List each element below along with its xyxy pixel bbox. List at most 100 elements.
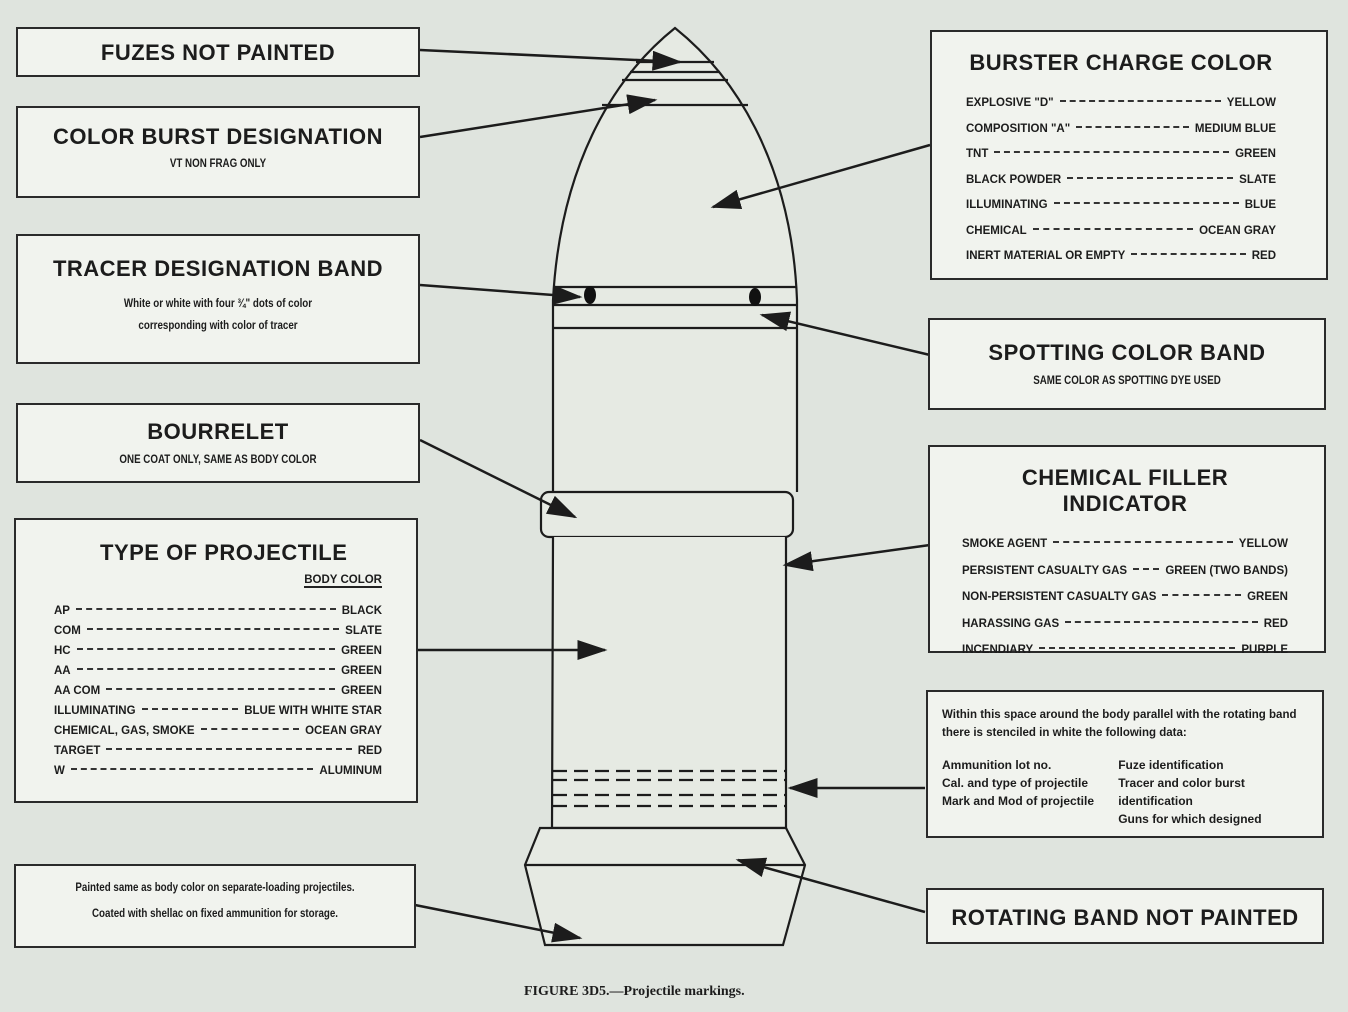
legend-value: RED [357, 745, 382, 757]
tracer-title: TRACER DESIGNATION BAND [52, 256, 384, 281]
legend-key: AA [54, 665, 71, 677]
legend-row: INERT MATERIAL OR EMPTY RED [966, 250, 1276, 263]
legend-key: PERSISTENT CASUALTY GAS [962, 564, 1128, 577]
dash-leader [1162, 594, 1242, 596]
dash-leader [200, 728, 300, 730]
legend-row: COMPOSITION "A" MEDIUM BLUE [966, 122, 1276, 136]
legend-value: SLATE [345, 625, 382, 637]
legend-key: HC [54, 645, 71, 657]
burster-title: BURSTER CHARGE COLOR [969, 50, 1273, 75]
legend-value: GREEN (TWO BANDS) [1165, 564, 1288, 577]
bourrelet-title: BOURRELET [147, 419, 289, 444]
figure-caption: FIGURE 3D5.—Projectile markings. [524, 984, 745, 999]
legend-key: TNT [966, 148, 989, 160]
legend-key: ILLUMINATING [54, 705, 136, 717]
dash-leader [70, 768, 314, 770]
dash-leader [1133, 567, 1160, 570]
legend-row: HARASSING GAS RED [962, 617, 1288, 631]
legend-key: INERT MATERIAL OR EMPTY [966, 250, 1126, 262]
dash-leader [1053, 541, 1233, 543]
projectile-type-title: TYPE OF PROJECTILE [100, 540, 348, 565]
legend-key: W [54, 765, 65, 777]
legend-value: BLACK [341, 605, 382, 617]
legend-key: COMPOSITION "A" [966, 122, 1071, 135]
bourrelet-box: BOURRELET ONE COAT ONLY, SAME AS BODY CO… [16, 403, 420, 483]
legend-value: GREEN [1235, 148, 1276, 160]
legend-value: GREEN [1247, 591, 1288, 603]
legend-row: SMOKE AGENT YELLOW [962, 538, 1288, 551]
dash-leader [994, 151, 1230, 153]
color-burst-title: COLOR BURST DESIGNATION [52, 124, 384, 149]
legend-key: TARGET [54, 745, 101, 757]
legend-value: GREEN [341, 645, 382, 657]
legend-key: COM [54, 625, 81, 637]
legend-row: COM SLATE [54, 625, 382, 638]
legend-value: MEDIUM BLUE [1194, 122, 1276, 135]
painted-line2: Coated with shellac on fixed ammunition … [91, 908, 339, 920]
color-burst-sub: VT NON FRAG ONLY [169, 158, 267, 170]
legend-row: PERSISTENT CASUALTY GAS GREEN (TWO BANDS) [962, 564, 1288, 578]
chemical-title: CHEMICAL FILLER INDICATOR [1021, 465, 1229, 516]
legend-value: RED [1251, 250, 1276, 262]
leader-arrows [414, 48, 931, 943]
legend-value: RED [1263, 617, 1288, 630]
legend-value: YELLOW [1238, 538, 1288, 550]
legend-key: ILLUMINATING [966, 199, 1048, 211]
legend-row: BLACK POWDER SLATE [966, 173, 1276, 187]
legend-key: BLACK POWDER [966, 173, 1062, 186]
legend-key: HARASSING GAS [962, 617, 1060, 630]
chemical-box: CHEMICAL FILLER INDICATOR SMOKE AGENT YEL… [928, 445, 1326, 656]
spotting-sub: SAME COLOR AS SPOTTING DYE USED [1033, 375, 1221, 387]
dash-leader [106, 748, 352, 750]
rotating-band-box: ROTATING BAND NOT PAINTED [926, 888, 1324, 944]
dash-leader [76, 648, 336, 650]
legend-key: CHEMICAL, GAS, SMOKE [54, 725, 195, 737]
legend-row: HC GREEN [54, 645, 382, 658]
dash-leader [106, 688, 336, 690]
stencil-item: Ammunition lot no. [942, 758, 1052, 772]
legend-value: GREEN [341, 665, 382, 677]
legend-key: NON-PERSISTENT CASUALTY GAS [962, 591, 1157, 603]
tracer-dot [749, 288, 761, 306]
legend-key: AP [54, 605, 70, 617]
stencil-item: Fuze identification [1118, 758, 1224, 772]
fuzes-box: FUZES NOT PAINTED [16, 27, 420, 77]
bourrelet-sub: ONE COAT ONLY, SAME AS BODY COLOR [119, 454, 317, 466]
legend-value: PURPLE [1241, 644, 1288, 656]
spotting-title: SPOTTING COLOR BAND [988, 340, 1266, 365]
stencil-intro: Within this space around the body parall… [942, 709, 1297, 739]
legend-value: ALUMINUM [319, 765, 382, 777]
dash-leader [1067, 176, 1234, 179]
dash-leader [86, 628, 340, 630]
rotating-band-title: ROTATING BAND NOT PAINTED [951, 905, 1299, 930]
legend-row: NON-PERSISTENT CASUALTY GAS GREEN [962, 591, 1288, 604]
tracer-box: TRACER DESIGNATION BAND White or white w… [16, 234, 420, 364]
legend-row: EXPLOSIVE "D"YELLOW [966, 97, 1276, 110]
legend-key: SMOKE AGENT [962, 538, 1048, 550]
dash-leader [1065, 620, 1258, 623]
fuzes-title: FUZES NOT PAINTED [100, 40, 336, 65]
legend-value: OCEAN GRAY [305, 725, 382, 737]
legend-row: TNT GREEN [966, 148, 1276, 161]
legend-value: OCEAN GRAY [1199, 224, 1276, 237]
burster-box: BURSTER CHARGE COLOR EXPLOSIVE "D"YELLOW… [930, 30, 1328, 280]
dash-leader [1131, 253, 1246, 255]
legend-row: CHEMICAL, GAS, SMOKE OCEAN GRAY [54, 725, 382, 738]
painted-box: Painted same as body color on separate-l… [14, 864, 416, 948]
stencil-item: Mark and Mod of projectile [942, 794, 1095, 808]
legend-value: SLATE [1239, 173, 1276, 186]
color-burst-box: COLOR BURST DESIGNATION VT NON FRAG ONLY [16, 106, 420, 198]
spotting-box: SPOTTING COLOR BAND SAME COLOR AS SPOTTI… [928, 318, 1326, 410]
stencil-item: Tracer and color burst identification [1118, 776, 1245, 808]
projectile-outline [523, 26, 807, 947]
dash-leader [76, 668, 336, 670]
dash-leader [1032, 227, 1194, 230]
chemical-list: SMOKE AGENT YELLOW PERSISTENT CASUALTY GAS… [962, 538, 1288, 657]
